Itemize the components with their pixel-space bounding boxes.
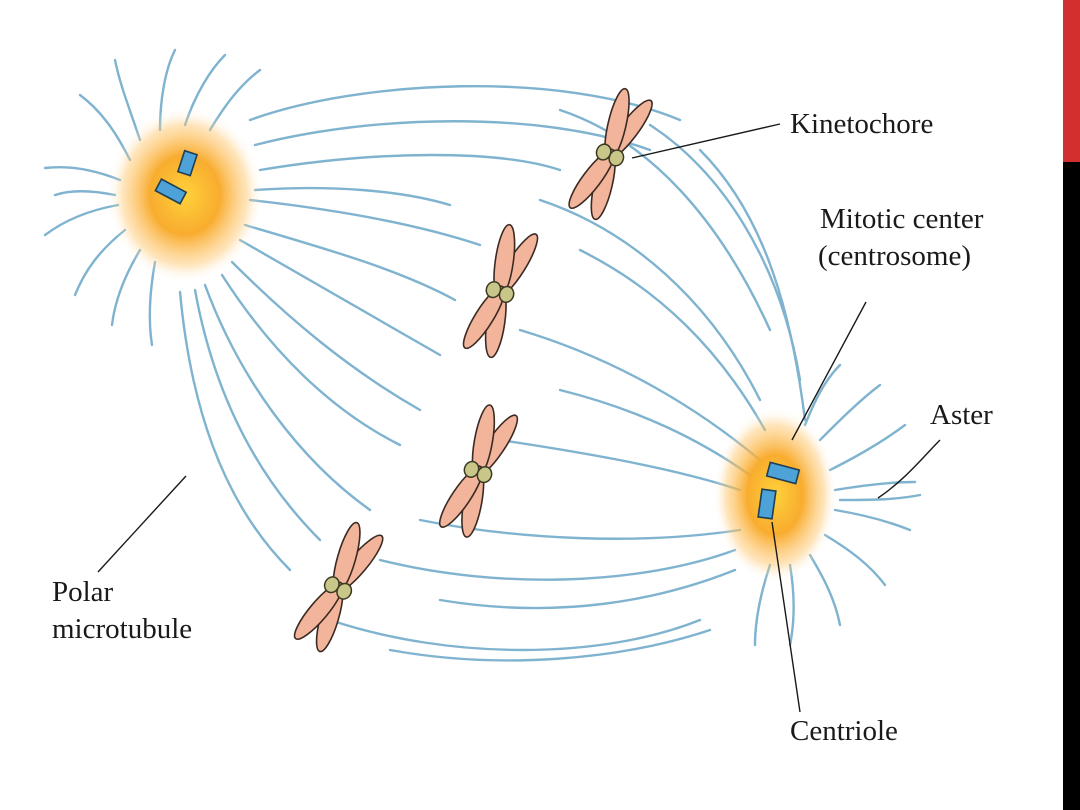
label-polar: Polar: [52, 576, 114, 608]
centriole-right-b: [757, 488, 777, 520]
kinetochore-leader: [631, 123, 781, 159]
microtubule: [818, 383, 882, 442]
mitotic-center-leader: [791, 301, 867, 441]
microtubule: [518, 328, 762, 462]
kinetochore-microtubule: [625, 160, 790, 440]
microtubule: [388, 628, 712, 662]
centriole-right-a: [765, 461, 801, 485]
microtubule: [328, 618, 702, 652]
microtubule: [803, 363, 842, 427]
chromosome: [568, 87, 653, 221]
microtubule: [808, 553, 842, 627]
microtubule: [220, 273, 402, 447]
chromosomes: [293, 87, 653, 653]
edge-bar-red: [1063, 0, 1080, 162]
label-centrosome: (centrosome): [818, 240, 971, 272]
microtubule: [178, 290, 292, 572]
centriole-left-a: [176, 149, 199, 177]
microtubule: [53, 190, 117, 197]
kinetochore-microtubule: [172, 285, 325, 580]
chromosome: [438, 404, 519, 538]
microtubule: [438, 568, 737, 610]
microtubule: [833, 508, 912, 532]
microtubule: [193, 288, 322, 542]
kinetochore-microtubule: [350, 560, 745, 620]
polar-microtubule-leader: [97, 475, 187, 573]
microtubule: [578, 248, 767, 432]
chromatid-arm: [293, 582, 344, 640]
label-centriole: Centriole: [790, 715, 898, 747]
chromosome: [293, 521, 384, 653]
centriole-leader: [771, 521, 801, 713]
centriole-right: [757, 461, 801, 520]
microtubule: [248, 198, 482, 247]
microtubule: [838, 493, 922, 502]
microtubule: [823, 533, 887, 587]
microtubule: [253, 120, 652, 152]
microtubule: [538, 198, 762, 402]
microtubule: [828, 423, 907, 472]
microtubule: [558, 108, 772, 332]
microtubule: [253, 186, 452, 207]
microtubule: [418, 518, 742, 540]
label-microtubule: microtubule: [52, 613, 192, 645]
chromatid-arm: [462, 285, 506, 350]
microtubule: [230, 260, 422, 412]
kinetochore-microtubule: [245, 107, 600, 150]
aster-leader: [877, 439, 941, 499]
microtubule: [73, 228, 127, 297]
microtubule: [203, 283, 372, 512]
microtubule: [238, 238, 442, 357]
microtubule: [258, 153, 562, 172]
kinetochore: [608, 149, 625, 167]
kinetochore-microtubule: [235, 210, 500, 290]
microtubule: [833, 480, 917, 492]
label-mitotic-center: Mitotic center: [820, 203, 984, 235]
kinetochore: [498, 285, 515, 304]
microtubule: [698, 148, 807, 422]
microtubule: [243, 223, 457, 302]
chromosome: [462, 223, 539, 359]
kinetochore: [336, 582, 353, 600]
polar-microtubules: [43, 48, 922, 662]
kinetochore: [476, 466, 493, 484]
label-aster: Aster: [930, 399, 993, 431]
chromatid-arm: [568, 148, 616, 210]
microtubule: [378, 548, 737, 581]
centriole-left-b: [154, 178, 188, 205]
chromatid-arm: [438, 465, 484, 528]
centriole-left: [154, 149, 199, 205]
edge-bar-black: [1063, 162, 1080, 810]
label-kinetochore: Kinetochore: [790, 108, 933, 140]
microtubule: [43, 203, 120, 237]
leader-lines: [97, 123, 941, 713]
